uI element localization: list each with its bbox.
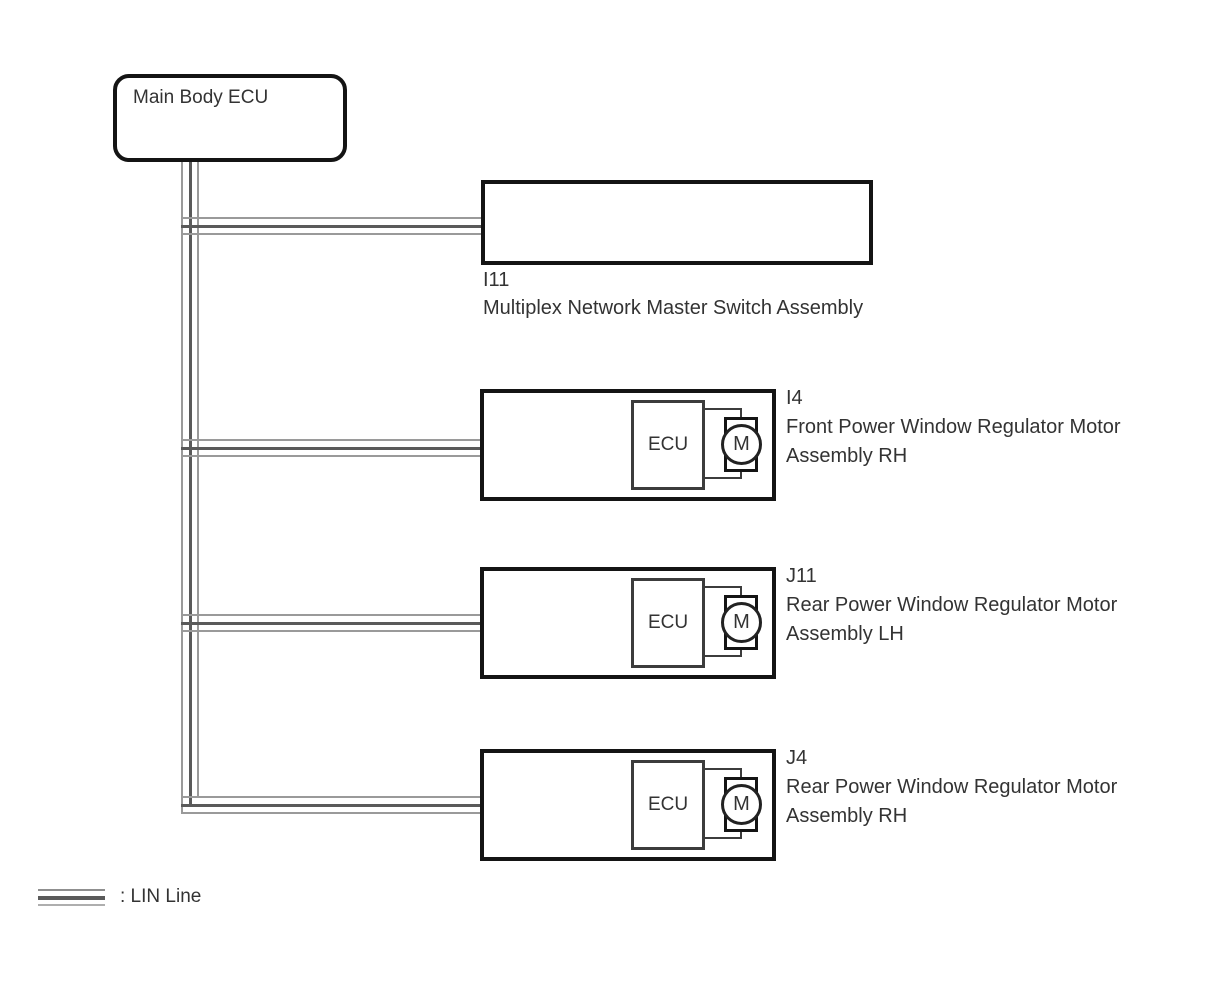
lin-branch-j4-center — [181, 804, 485, 807]
node-name-line2-j11: Assembly LH — [786, 623, 904, 645]
node-box-i4: ECU M — [480, 389, 776, 501]
node-label-i4: I4 Front Power Window Regulator Motor As… — [786, 384, 1121, 471]
node-code-j11: J11 — [786, 565, 817, 587]
lin-branch-j4-bottom — [181, 812, 485, 814]
ecu-box-j11: ECU — [631, 578, 705, 668]
lin-branch-i4-bottom — [181, 455, 485, 457]
main-body-ecu-label: Main Body ECU — [133, 87, 269, 108]
main-body-ecu-box: Main Body ECU — [113, 74, 347, 162]
ecu-label-j4: ECU — [647, 794, 689, 815]
node-name-line1-j11: Rear Power Window Regulator Motor — [786, 594, 1118, 616]
lin-branch-i4-top — [181, 439, 485, 441]
motor-label-i4: M — [733, 433, 750, 455]
node-box-i11 — [481, 180, 873, 265]
lin-branch-j11-top — [181, 614, 485, 616]
legend-lin-line-label: : LIN Line — [120, 886, 202, 907]
ecu-label-j11: ECU — [647, 612, 689, 633]
node-name-line1-j4: Rear Power Window Regulator Motor — [786, 776, 1118, 798]
node-label-j11: J11 Rear Power Window Regulator Motor As… — [786, 562, 1117, 649]
node-label-j4: J4 Rear Power Window Regulator Motor Ass… — [786, 744, 1117, 831]
ecu-box-j4: ECU — [631, 760, 705, 850]
lin-trunk-line-outer — [181, 160, 183, 814]
motor-symbol-j4: M — [721, 784, 762, 825]
lin-trunk-line-center — [189, 160, 192, 807]
legend-lin-line-symbol-top — [38, 889, 105, 891]
motor-label-j11: M — [733, 611, 750, 633]
lin-branch-i11-top — [181, 217, 485, 219]
node-name-line2-j4: Assembly RH — [786, 805, 908, 827]
node-name-i11: Multiplex Network Master Switch Assembly — [483, 297, 864, 319]
motor-symbol-j11: M — [721, 602, 762, 643]
node-box-j11: ECU M — [480, 567, 776, 679]
legend-lin-line-symbol-bottom — [38, 904, 105, 906]
motor-symbol-i4: M — [721, 424, 762, 465]
node-name-line1-i4: Front Power Window Regulator Motor — [786, 416, 1121, 438]
lin-branch-i4-center — [181, 447, 485, 450]
node-name-line2-i4: Assembly RH — [786, 445, 908, 467]
node-box-j4: ECU M — [480, 749, 776, 861]
node-code-i4: I4 — [786, 387, 803, 409]
node-code-i11: I11 — [483, 269, 510, 291]
lin-branch-j11-center — [181, 622, 485, 625]
lin-branch-j11-bottom — [181, 630, 485, 632]
lin-branch-j4-top — [181, 796, 485, 798]
lin-trunk-line-inner — [197, 160, 199, 798]
motor-label-j4: M — [733, 793, 750, 815]
lin-branch-i11-center — [181, 225, 485, 228]
lin-branch-i11-bottom — [181, 233, 485, 235]
ecu-label-i4: ECU — [647, 434, 689, 455]
ecu-box-i4: ECU — [631, 400, 705, 490]
node-code-j4: J4 — [786, 747, 808, 769]
node-label-i11: I11 Multiplex Network Master Switch Asse… — [483, 266, 863, 322]
legend-lin-line-symbol-center — [38, 896, 105, 900]
